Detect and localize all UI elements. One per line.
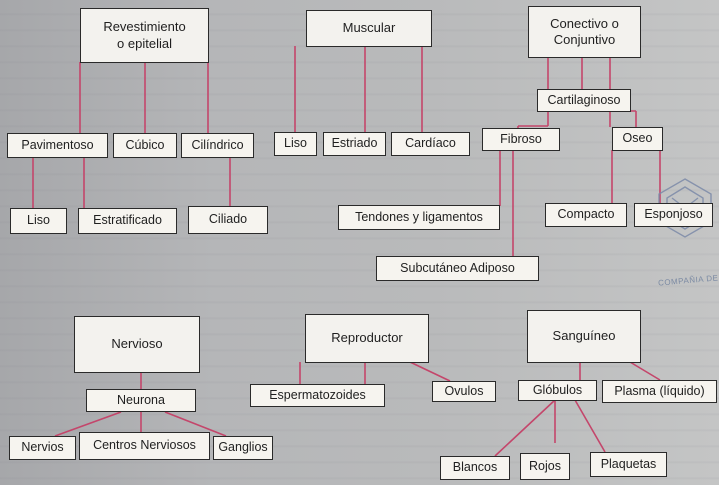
box-blancos-label: Blancos xyxy=(452,460,498,475)
box-liso-epitelial-label: Liso xyxy=(27,213,50,228)
box-cartilaginoso: Cartilaginoso xyxy=(537,89,631,112)
box-nervioso-label: Nervioso xyxy=(111,336,163,352)
box-plaquetas-label: Plaquetas xyxy=(600,456,657,471)
connector xyxy=(629,361,661,381)
box-ovulos: Ovulos xyxy=(432,381,496,402)
box-conectivo-line2: Conjuntivo xyxy=(553,32,616,47)
box-nervios-label: Nervios xyxy=(21,440,64,455)
box-cilindrico-label: Cilíndrico xyxy=(191,137,244,152)
box-pavimentoso: Pavimentoso xyxy=(7,133,108,158)
box-sanguineo: Sanguíneo xyxy=(527,310,641,363)
box-subcutaneo: Subcutáneo Adiposo xyxy=(376,256,539,281)
box-espermatozoides-label: Espermatozoides xyxy=(269,387,366,402)
connector xyxy=(494,399,556,457)
box-conectivo-line1: Conectivo o xyxy=(550,15,619,31)
connector xyxy=(409,361,451,382)
box-cubico-label: Cúbico xyxy=(125,137,165,152)
connector xyxy=(574,399,606,453)
box-reproductor-label: Reproductor xyxy=(331,330,403,346)
box-revestimiento-line2: o epitelial xyxy=(117,35,172,51)
box-rojos: Rojos xyxy=(520,453,570,480)
box-espermatozoides: Espermatozoides xyxy=(250,384,385,407)
box-ciliado: Ciliado xyxy=(188,206,268,234)
box-ganglios-label: Ganglios xyxy=(218,440,268,455)
box-globulos-label: Glóbulos xyxy=(532,382,583,397)
box-estratificado: Estratificado xyxy=(78,208,177,234)
box-liso-muscular: Liso xyxy=(274,132,317,156)
box-conectivo: Conectivo o Conjuntivo xyxy=(528,6,641,58)
box-globulos: Glóbulos xyxy=(518,380,597,401)
box-pavimentoso-label: Pavimentoso xyxy=(21,137,94,152)
connector xyxy=(54,411,122,437)
box-rojos-label: Rojos xyxy=(529,458,561,473)
box-estriado-label: Estriado xyxy=(331,136,378,151)
box-plasma: Plasma (líquido) xyxy=(602,380,717,403)
box-liso-epitelial: Liso xyxy=(10,208,67,234)
box-nervioso: Nervioso xyxy=(74,316,200,373)
box-oseo-label: Oseo xyxy=(622,131,653,146)
box-tendones: Tendones y ligamentos xyxy=(338,205,500,230)
box-neurona-label: Neurona xyxy=(117,392,165,407)
box-oseo: Oseo xyxy=(612,127,663,151)
box-muscular: Muscular xyxy=(306,10,432,47)
box-liso-muscular-label: Liso xyxy=(284,136,307,151)
box-esponjoso: Esponjoso xyxy=(634,203,713,227)
box-cubico: Cúbico xyxy=(113,133,177,158)
box-cartilaginoso-label: Cartilaginoso xyxy=(547,92,621,107)
box-neurona: Neurona xyxy=(86,389,196,412)
box-ovulos-label: Ovulos xyxy=(444,383,484,398)
box-ciliado-label: Ciliado xyxy=(208,212,248,227)
box-estratificado-label: Estratificado xyxy=(93,213,162,228)
box-compacto-label: Compacto xyxy=(557,207,615,222)
box-nervios: Nervios xyxy=(9,436,76,460)
box-revestimiento-line1: Revestimiento xyxy=(103,19,186,35)
box-blancos: Blancos xyxy=(440,456,510,480)
box-reproductor: Reproductor xyxy=(305,314,429,363)
box-esponjoso-label: Esponjoso xyxy=(644,207,703,222)
box-centros: Centros Nerviosos xyxy=(79,432,210,460)
box-subcutaneo-label: Subcutáneo Adiposo xyxy=(400,260,515,275)
box-cilindrico: Cilíndrico xyxy=(181,133,254,158)
box-plaquetas: Plaquetas xyxy=(590,452,667,477)
box-centros-label: Centros Nerviosos xyxy=(93,438,196,453)
box-fibroso-label: Fibroso xyxy=(500,131,542,146)
box-sanguineo-label: Sanguíneo xyxy=(552,328,616,344)
box-compacto: Compacto xyxy=(545,203,627,227)
box-cardiaco: Cardíaco xyxy=(391,132,470,156)
box-plasma-label: Plasma (líquido) xyxy=(614,383,705,398)
box-muscular-label: Muscular xyxy=(342,20,396,36)
box-estriado: Estriado xyxy=(323,132,386,156)
connector xyxy=(164,411,227,437)
box-cardiaco-label: Cardíaco xyxy=(405,136,456,151)
box-revestimiento: Revestimiento o epitelial xyxy=(80,8,209,63)
box-tendones-label: Tendones y ligamentos xyxy=(355,209,483,224)
box-fibroso: Fibroso xyxy=(482,128,560,151)
box-ganglios: Ganglios xyxy=(213,436,273,460)
